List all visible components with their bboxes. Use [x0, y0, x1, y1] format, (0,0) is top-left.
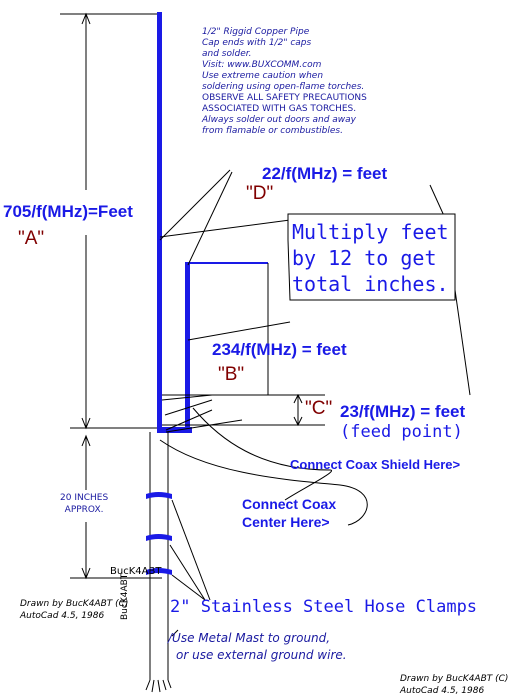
matching-stub [185, 262, 190, 432]
credit-line: Drawn by BucK4ABT (C) [400, 674, 509, 684]
coax-shield-label: Connect Coax Shield Here> [290, 457, 461, 472]
multiply-note: Multiply feet by 12 to get total inches. [292, 219, 449, 297]
ground-note: /Use Metal Mast to ground, or use extern… [168, 630, 347, 664]
coax-center-line: Connect Coax [242, 496, 337, 512]
credit-line: AutoCad 4.5, 1986 [400, 686, 485, 696]
dimension-a [60, 12, 160, 430]
label-c: "C" [305, 398, 333, 419]
inches-line: APPROX. [64, 505, 104, 515]
note-line: Cap ends with 1/2" caps [202, 38, 312, 48]
dimension-20-inches [70, 434, 162, 580]
note-line: ASSOCIATED WITH GAS TORCHES. [202, 104, 357, 114]
note-link[interactable]: Visit: www.BUXCOMM.com [202, 60, 322, 70]
credit-line: AutoCad 4.5, 1986 [20, 611, 105, 621]
label-a: "A" [18, 228, 45, 249]
formula-a: 705/f(MHz)=Feet [3, 202, 133, 221]
formula-c: 23/f(MHz) = feet [340, 402, 466, 421]
main-radiator-pipe [157, 12, 162, 432]
multiply-note-line: total inches. [292, 272, 449, 296]
note-line: from flamable or combustibles. [202, 126, 343, 136]
note-line: soldering using open-flame torches. [202, 82, 365, 92]
formula-d: 22/f(MHz) = feet [262, 164, 388, 183]
note-line: Use extreme caution when [202, 71, 324, 81]
feed-point-label: (feed point) [340, 422, 463, 442]
label-d: "D" [246, 183, 274, 204]
mast-tag: BucK4ABT [110, 566, 162, 577]
coax-center-label: Connect Coax Center Here> [242, 495, 336, 531]
construction-notes: 1/2" Riggid Copper Pipe Cap ends with 1/… [202, 27, 367, 137]
leader-lines [159, 169, 471, 637]
multiply-note-line: by 12 to get [292, 246, 437, 270]
note-line: and solder. [202, 49, 252, 59]
inches-line: 20 INCHES [60, 493, 109, 503]
note-line: OBSERVE ALL SAFETY PRECAUTIONS [202, 93, 367, 103]
coax-center-line: Center Here> [242, 514, 330, 530]
formula-b: 234/f(MHz) = feet [212, 340, 347, 359]
shorting-bar [157, 427, 192, 433]
ground-note-line: /Use Metal Mast to ground, [168, 631, 331, 645]
credit-line: Drawn by BucK4ABT (C) [20, 599, 129, 609]
label-b: "B" [218, 364, 245, 385]
credit-left: Drawn by BucK4ABT (C) AutoCad 4.5, 1986 [20, 598, 128, 622]
ground-note-line: or use external ground wire. [176, 648, 347, 662]
twenty-inches-label: 20 INCHES APPROX. [60, 492, 108, 516]
hose-clamps [146, 492, 172, 575]
multiply-note-box [287, 213, 456, 301]
note-line: 1/2" Riggid Copper Pipe [202, 27, 310, 37]
credit-right: Drawn by BucK4ABT (C) AutoCad 4.5, 1986 [400, 673, 508, 697]
hose-clamps-label: 2" Stainless Steel Hose Clamps [170, 597, 478, 617]
multiply-note-line: Multiply feet [292, 220, 449, 244]
note-line: Always solder out doors and away [202, 115, 357, 125]
metal-mast [145, 432, 172, 693]
